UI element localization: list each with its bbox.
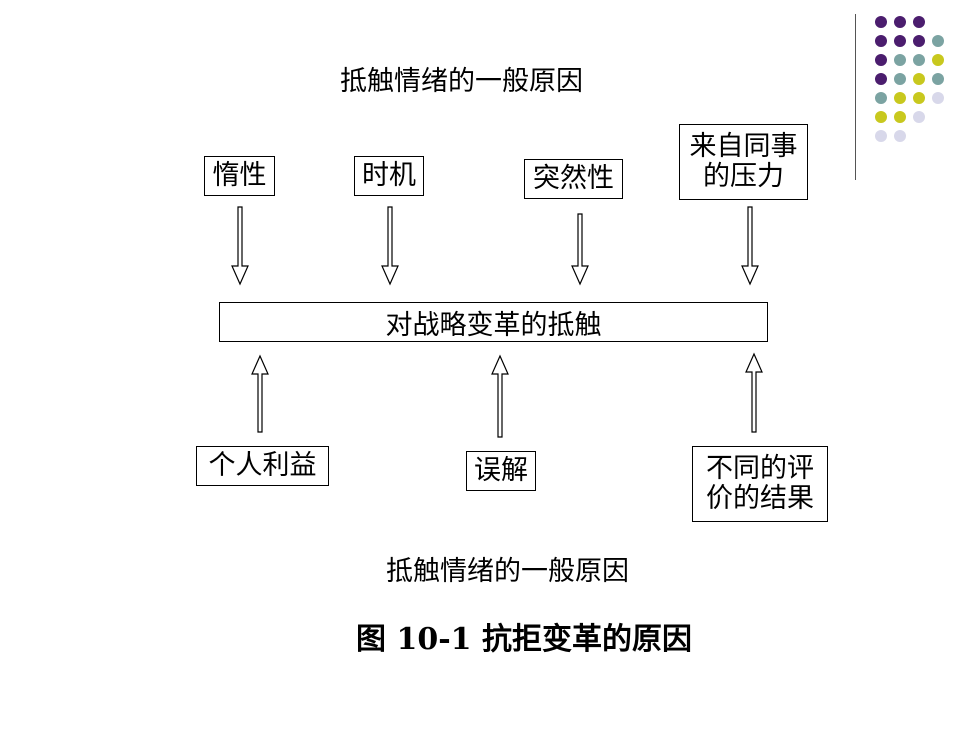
down-arrow-timing	[381, 206, 399, 286]
decor-dot	[875, 54, 887, 66]
up-arrow-misunderstanding	[491, 354, 509, 438]
down-arrow-inertia	[231, 206, 249, 286]
decor-dot	[875, 111, 887, 123]
down-arrow-peer-pressure	[741, 206, 759, 286]
factor-label-line-1: 来自同事	[689, 131, 798, 162]
decor-dot	[875, 73, 887, 85]
factor-label: 个人利益	[208, 450, 317, 481]
decor-dot	[894, 35, 906, 47]
factor-box-misunderstanding: 误解	[466, 451, 536, 491]
decor-dot	[894, 73, 906, 85]
factor-label: 惰性	[212, 160, 267, 191]
decor-dot	[894, 54, 906, 66]
bottom-subtitle: 抵触情绪的一般原因	[386, 556, 629, 587]
factor-box-suddenness: 突然性	[524, 159, 623, 199]
decorative-dot-pattern	[0, 0, 980, 200]
down-arrow-suddenness	[571, 213, 589, 286]
factor-box-inertia: 惰性	[204, 156, 275, 196]
decor-dot	[913, 73, 925, 85]
factor-label-line-1: 不同的评	[706, 453, 814, 484]
factor-box-peer-pressure: 来自同事 的压力	[679, 124, 808, 200]
decor-dot	[875, 92, 887, 104]
factor-label-line-2: 的压力	[703, 161, 784, 192]
factor-box-self-interest: 个人利益	[196, 446, 329, 486]
decor-dot	[913, 16, 925, 28]
factor-box-timing: 时机	[354, 156, 424, 196]
decor-dot	[913, 92, 925, 104]
decor-dot	[913, 54, 925, 66]
center-resistance-box: 对战略变革的抵触	[219, 302, 768, 342]
decor-dot	[894, 92, 906, 104]
decor-dot	[894, 130, 906, 142]
decor-dot	[894, 111, 906, 123]
factor-label: 误解	[474, 455, 528, 486]
decor-dot	[894, 16, 906, 28]
up-arrow-self-interest	[251, 354, 269, 433]
figure-caption: 图 10-1 抗拒变革的原因	[356, 622, 692, 657]
decor-dot	[932, 35, 944, 47]
decor-dot	[875, 35, 887, 47]
factor-label: 突然性	[533, 163, 614, 194]
factor-box-different-assessments: 不同的评 价的结果	[692, 446, 828, 522]
decor-dot	[875, 130, 887, 142]
decor-dot	[932, 73, 944, 85]
decor-dot	[913, 35, 925, 47]
center-label: 对战略变革的抵触	[385, 309, 602, 341]
decor-dot	[932, 54, 944, 66]
decor-dot	[875, 16, 887, 28]
factor-label: 时机	[362, 160, 416, 191]
top-title: 抵触情绪的一般原因	[340, 66, 583, 97]
decor-dot	[913, 111, 925, 123]
vertical-divider-line	[855, 14, 856, 180]
factor-label-line-2: 价的结果	[706, 483, 814, 514]
decor-dot	[932, 92, 944, 104]
up-arrow-different-assessments	[745, 352, 763, 433]
